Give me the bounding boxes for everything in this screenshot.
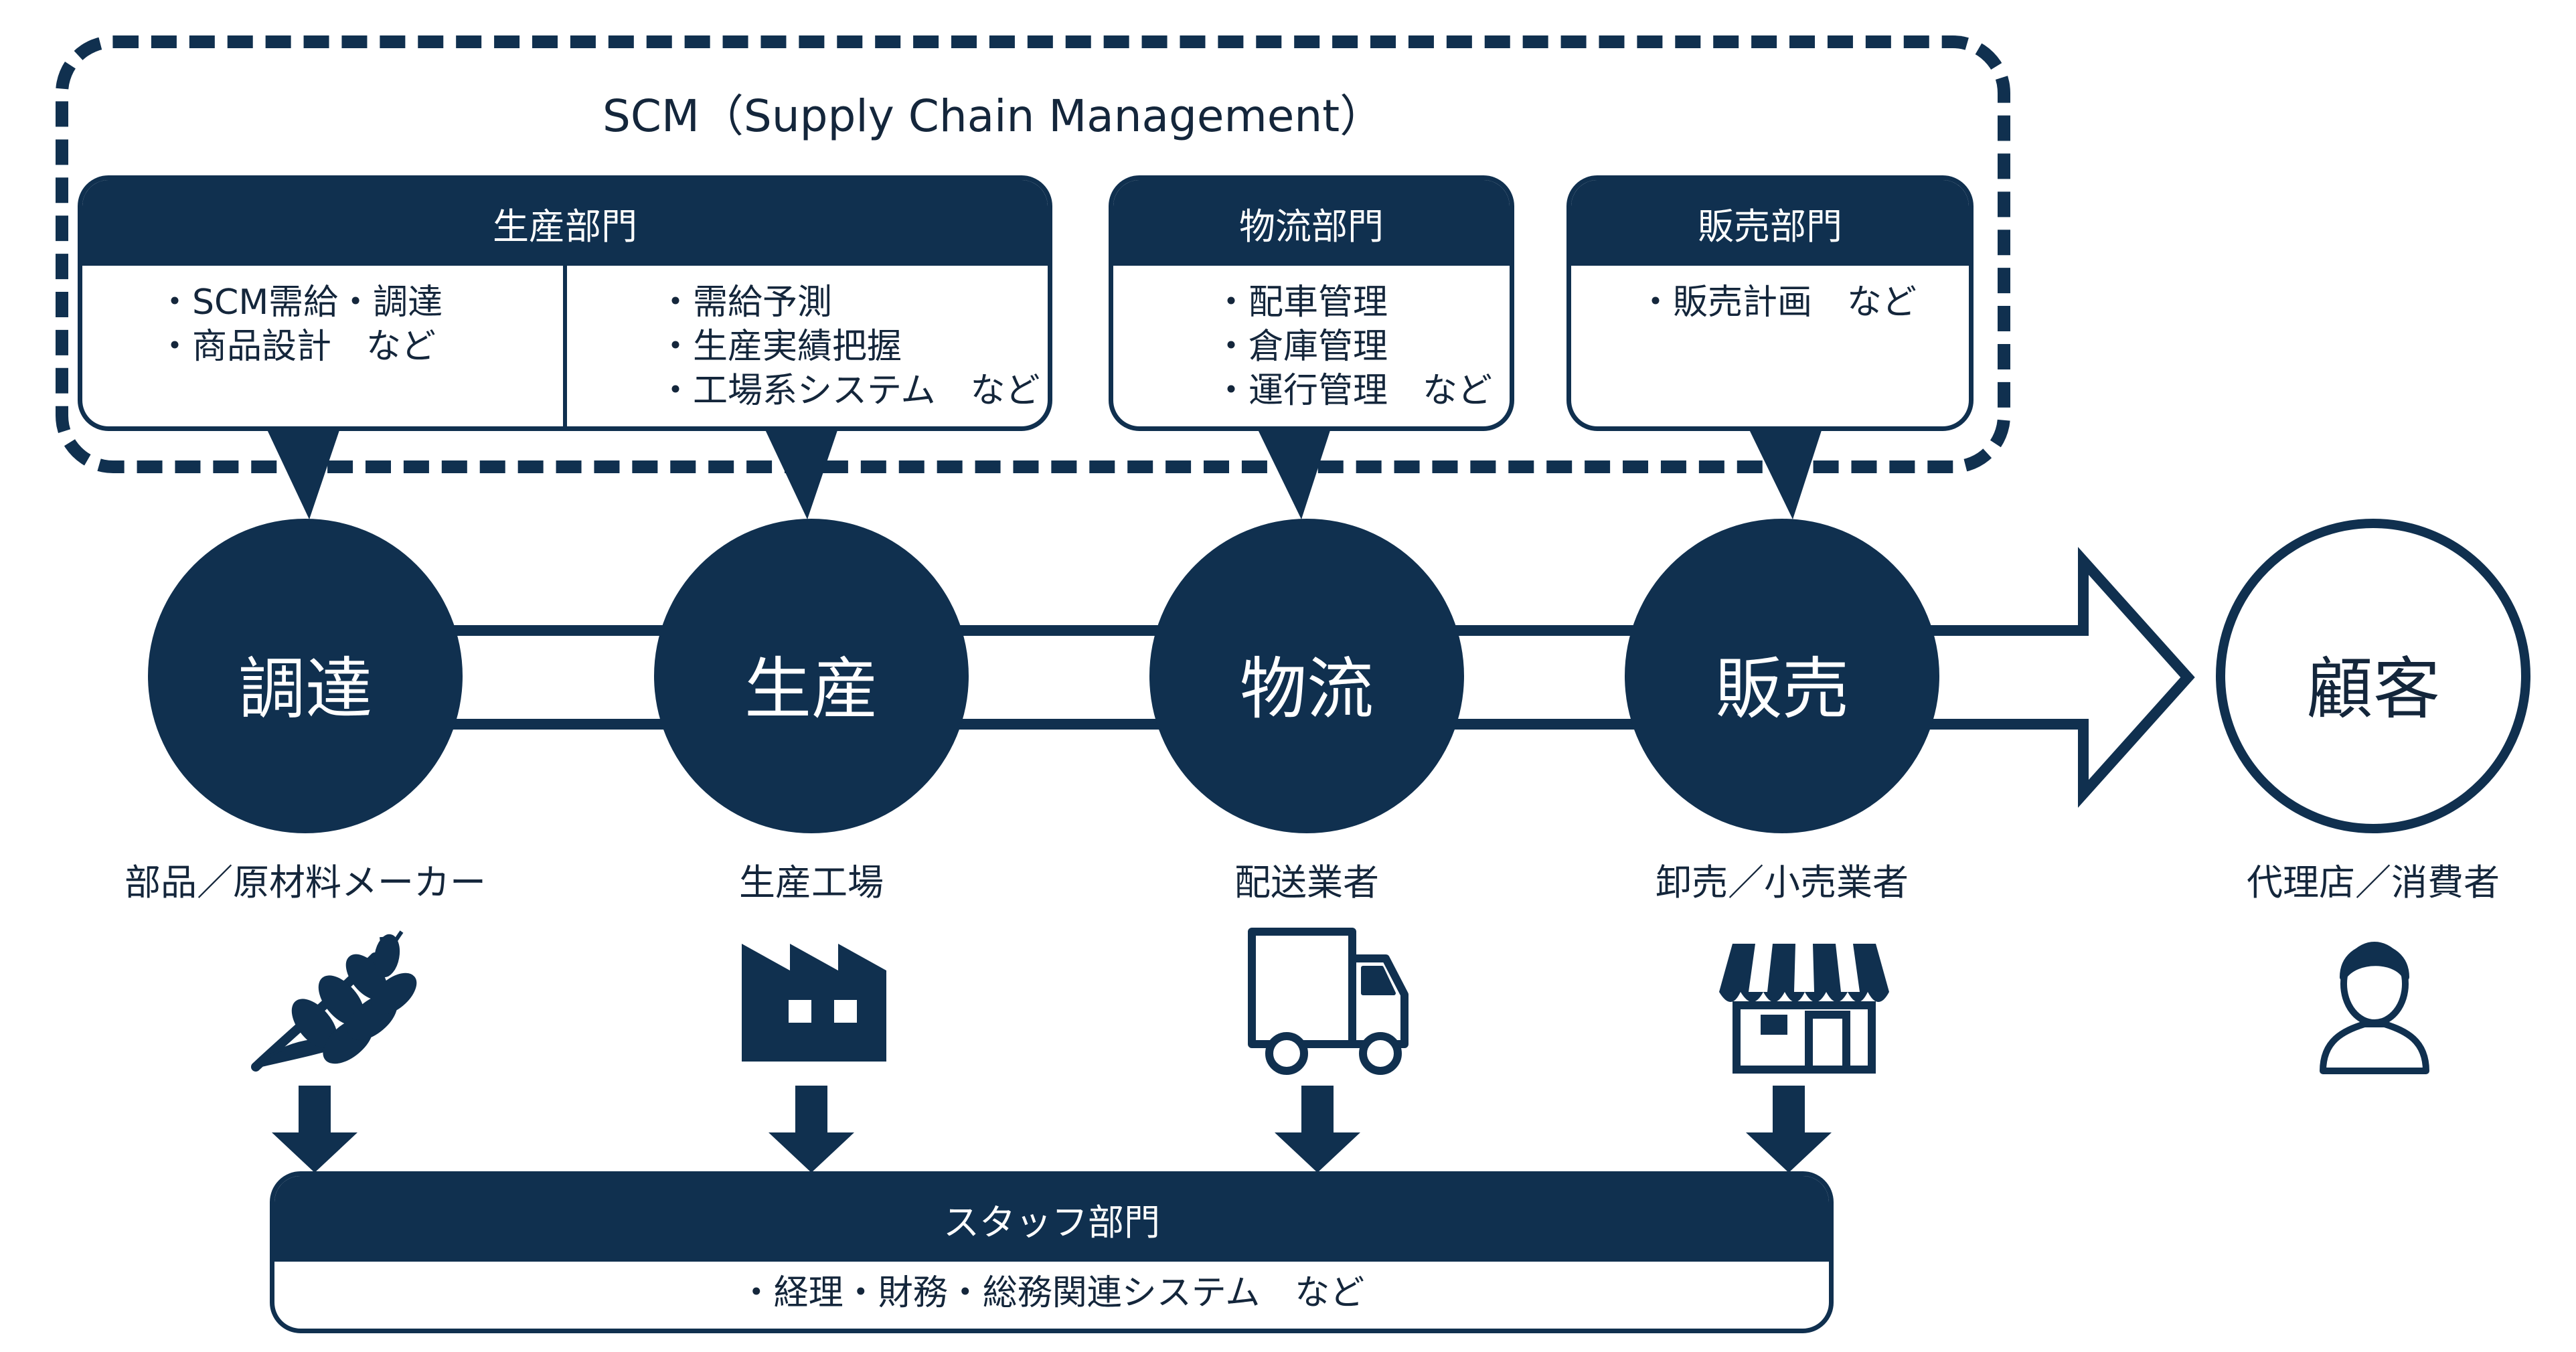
production-right-items: ・需給予測 ・生産実績把握 ・工場系システム など: [658, 280, 1040, 413]
actor-label-procurement: 部品／原材料メーカー: [125, 861, 486, 904]
list-item: ・運行管理 など: [1214, 371, 1493, 411]
staff-items: ・経理・財務・総務関連システム など: [274, 1271, 1829, 1315]
list-item: ・生産実績把握: [658, 327, 902, 367]
down-arrows: [272, 1086, 1832, 1173]
down-arrow-logistics: [1275, 1086, 1360, 1173]
stage-circle-logistics: [1149, 519, 1464, 833]
production-left-items: ・SCM需給・調達 ・商品設計 など: [157, 280, 442, 369]
dept-logistics-title: 物流部門: [1113, 180, 1510, 266]
scm-boundary: [56, 35, 2010, 473]
stage-circle-procurement: [148, 519, 463, 833]
pointer-sales: [1749, 428, 1822, 519]
actor-label-customer: 代理店／消費者: [2247, 861, 2500, 904]
wheat-icon: [251, 930, 417, 1072]
stage-name-sales: 販売: [1715, 650, 1849, 728]
store-icon: [1719, 944, 1889, 1074]
stage-circle-production: [654, 519, 969, 833]
list-item: ・工場系システム など: [658, 371, 1040, 411]
dept-staff-title: スタッフ部門: [274, 1176, 1829, 1262]
list-item: ・経理・財務・総務関連システム など: [738, 1273, 1365, 1313]
factory-icon: [742, 944, 886, 1062]
list-item: ・販売計画 など: [1638, 282, 1917, 323]
dept-staff: スタッフ部門 ・経理・財務・総務関連システム など: [270, 1171, 1834, 1333]
customer-circle: [2216, 519, 2530, 833]
list-item: ・需給予測: [658, 282, 833, 323]
sales-items: ・販売計画 など: [1638, 280, 1917, 325]
actor-label-production: 生産工場: [739, 861, 884, 904]
logistics-items: ・配車管理 ・倉庫管理 ・運行管理 など: [1214, 280, 1492, 413]
dept-logistics: 物流部門 ・配車管理 ・倉庫管理 ・運行管理 など: [1109, 175, 1514, 431]
stage-name-procurement: 調達: [238, 650, 372, 728]
down-arrow-sales: [1746, 1086, 1832, 1173]
scm-title: SCM（Supply Chain Management）: [602, 90, 1384, 142]
dept-sales: 販売部門 ・販売計画 など: [1566, 175, 1974, 431]
down-arrow-procurement: [272, 1086, 357, 1173]
stage-name-logistics: 物流: [1240, 650, 1374, 728]
dept-production: 生産部門 ・SCM需給・調達 ・商品設計 など ・需給予測 ・生産実績把握 ・工…: [78, 175, 1052, 431]
truck-icon: [1248, 928, 1408, 1075]
pointer-logistics: [1257, 428, 1331, 519]
pointer-production-left: [266, 428, 340, 519]
down-arrow-production: [769, 1086, 854, 1173]
dept-production-title: 生産部門: [82, 180, 1048, 266]
dept-sales-body: ・販売計画 など: [1571, 266, 1969, 426]
list-item: ・倉庫管理: [1214, 327, 1388, 367]
customer-name: 顧客: [2306, 650, 2440, 728]
list-item: ・商品設計 など: [157, 327, 436, 367]
dept-staff-body: ・経理・財務・総務関連システム など: [274, 1262, 1829, 1329]
column-divider: [563, 266, 567, 426]
dept-logistics-body: ・配車管理 ・倉庫管理 ・運行管理 など: [1113, 266, 1510, 426]
list-item: ・配車管理: [1214, 282, 1388, 323]
stage-circle-sales: [1625, 519, 1939, 833]
actor-label-logistics: 配送業者: [1234, 861, 1379, 904]
person-icon: [2320, 942, 2429, 1074]
actor-label-sales: 卸売／小売業者: [1656, 861, 1909, 904]
pointer-production-right: [764, 428, 838, 519]
stage-name-production: 生産: [744, 650, 878, 728]
dept-sales-title: 販売部門: [1571, 180, 1969, 266]
dept-production-body: ・SCM需給・調達 ・商品設計 など ・需給予測 ・生産実績把握 ・工場系システ…: [82, 266, 1048, 426]
list-item: ・SCM需給・調達: [157, 282, 443, 323]
